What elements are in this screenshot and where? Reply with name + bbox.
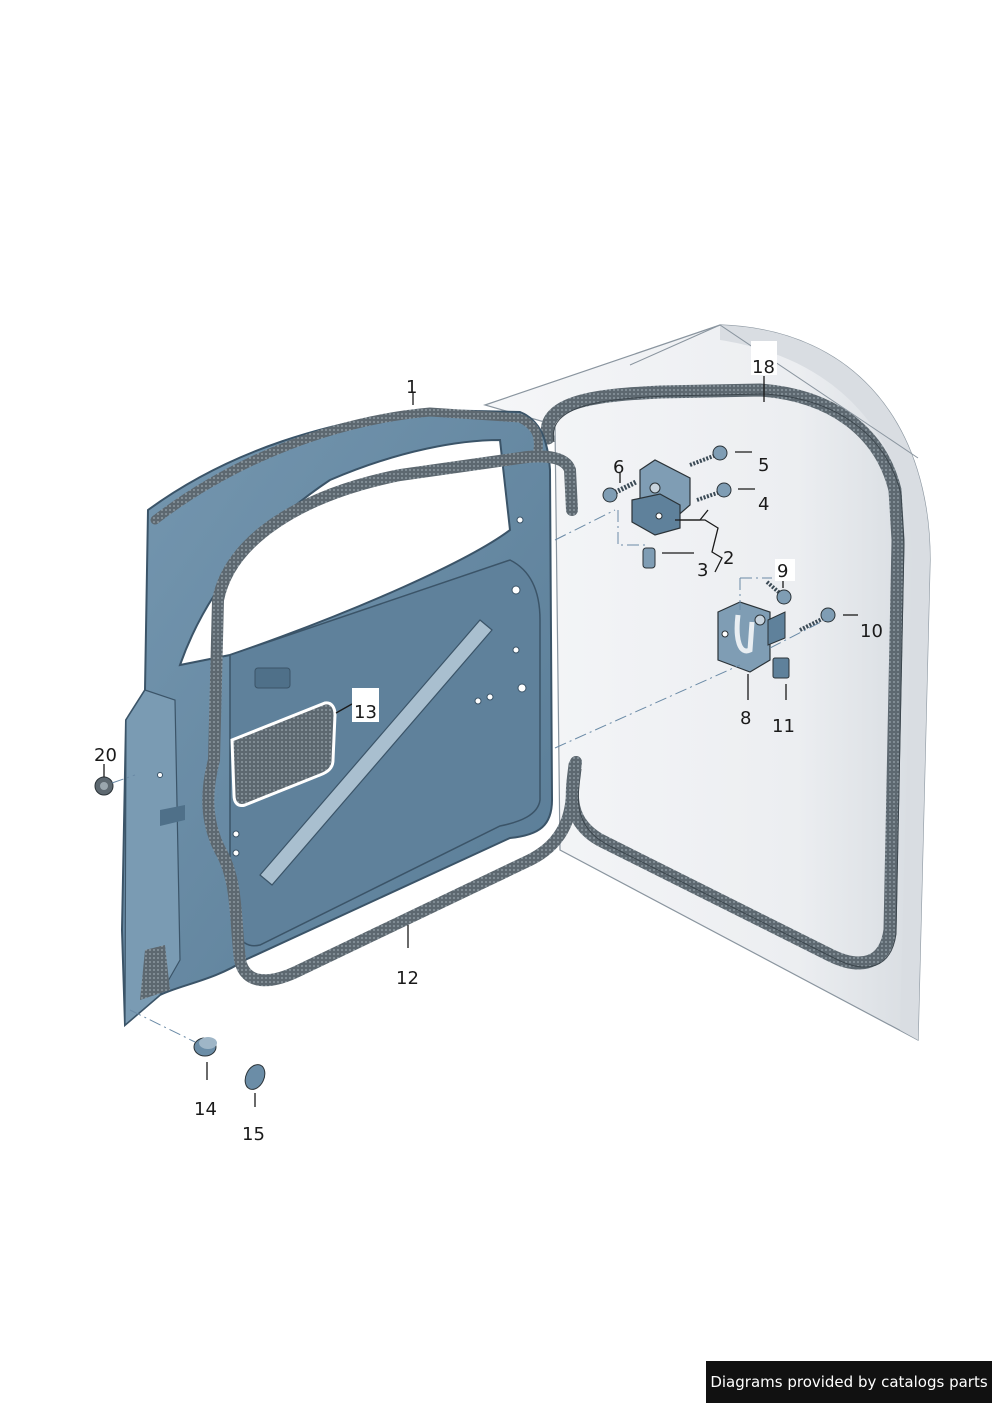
callout-11: 11	[772, 716, 795, 737]
callout-4: 4	[758, 494, 769, 515]
door-inner-seal	[202, 450, 582, 987]
leader-lines	[103, 376, 858, 1107]
callout-3: 3	[697, 560, 708, 581]
bolt-6	[602, 479, 638, 503]
callout-1: 1	[406, 377, 417, 398]
bolt-9	[765, 580, 792, 605]
body-shell	[482, 324, 931, 1041]
callout-8: 8	[740, 708, 751, 729]
alignment-lines	[111, 509, 826, 1043]
bolt-10	[799, 607, 836, 632]
callout-12: 12	[396, 968, 419, 989]
callout-2: 2	[723, 548, 734, 569]
pin-3	[642, 547, 656, 569]
bolt-5	[689, 445, 728, 467]
callout-5: 5	[758, 455, 769, 476]
insulation-pad	[230, 701, 337, 807]
callout-20: 20	[94, 745, 117, 766]
door-upper-seal	[150, 407, 543, 525]
cap-15	[244, 1064, 266, 1090]
callout-9: 9	[777, 561, 788, 582]
attribution-banner: Diagrams provided by catalogs parts	[706, 1361, 992, 1403]
body-opening-seal	[540, 383, 905, 970]
callout-13: 13	[354, 702, 377, 723]
cap-14	[193, 1037, 217, 1057]
upper-hinge	[631, 459, 691, 536]
callout-labels: 1 2 3 4 5 6 8 9 10 11 12 13 14 15 18 20	[94, 341, 883, 1145]
callout-10: 10	[860, 621, 883, 642]
callout-15: 15	[242, 1124, 265, 1145]
callout-6: 6	[613, 457, 624, 478]
attribution-text: Diagrams provided by catalogs parts	[710, 1373, 988, 1391]
plug-20	[94, 776, 114, 796]
callout-14: 14	[194, 1099, 217, 1120]
bolt-4	[696, 482, 732, 502]
callout-18: 18	[752, 357, 775, 378]
stop-11	[772, 657, 790, 679]
